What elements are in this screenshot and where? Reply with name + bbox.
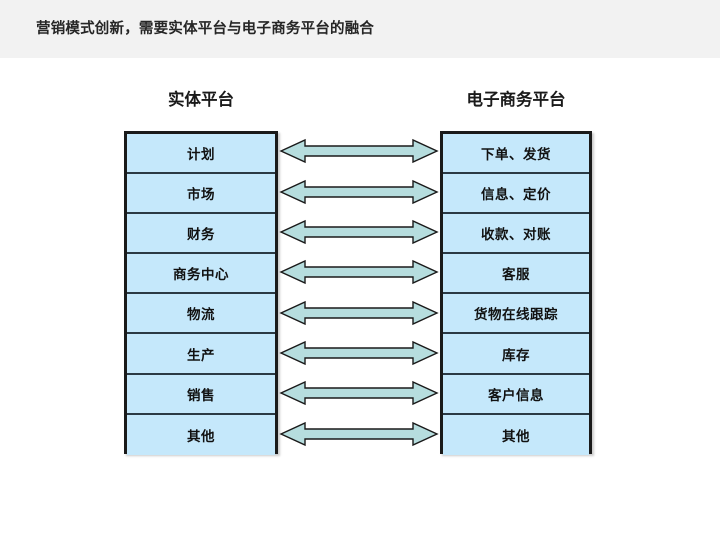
connector-arrow-row	[278, 131, 440, 171]
connector-arrow-row	[278, 414, 440, 454]
connector-arrow-row	[278, 252, 440, 292]
table-row[interactable]: 财务	[127, 214, 275, 255]
left-column-heading: 实体平台	[168, 91, 234, 109]
physical-platform-table: 计划 市场 财务 商务中心 物流 生产 销售 其他	[124, 131, 278, 455]
table-row[interactable]: 信息、定价	[443, 174, 589, 215]
double-arrow-icon	[279, 179, 439, 204]
table-row[interactable]: 销售	[127, 374, 275, 415]
double-arrow-icon	[279, 381, 439, 406]
page-title: 营销模式创新，需要实体平台与电子商务平台的融合	[36, 21, 375, 37]
double-arrow-icon	[279, 300, 439, 325]
table-row[interactable]: 客服	[443, 254, 589, 295]
double-arrow-icon	[279, 340, 439, 366]
connector-arrow-row	[278, 293, 440, 333]
table-row[interactable]: 库存	[443, 334, 589, 375]
connector-arrow-row	[278, 212, 440, 252]
right-column-heading: 电子商务平台	[466, 91, 566, 109]
connector-arrow-row	[278, 373, 440, 413]
table-row[interactable]: 货物在线跟踪	[443, 294, 589, 335]
double-arrow-icon	[279, 260, 439, 285]
ecommerce-platform-table: 下单、发货 信息、定价 收款、对账 客服 货物在线跟踪 库存 客户信息 其他	[440, 131, 592, 455]
table-row[interactable]: 收款、对账	[443, 214, 589, 255]
table-row[interactable]: 物流	[127, 294, 275, 335]
double-arrow-icon	[279, 421, 439, 446]
table-row[interactable]: 市场	[127, 174, 275, 215]
table-row[interactable]: 生产	[127, 334, 275, 375]
connector-arrow-column	[278, 131, 440, 454]
connector-arrow-row	[278, 171, 440, 211]
table-row[interactable]: 下单、发货	[443, 134, 589, 175]
table-row[interactable]: 计划	[127, 134, 275, 175]
table-row[interactable]: 商务中心	[127, 254, 275, 295]
double-arrow-icon	[279, 219, 439, 245]
table-row[interactable]: 其他	[443, 414, 589, 455]
connector-arrow-row	[278, 333, 440, 373]
table-row[interactable]: 客户信息	[443, 374, 589, 415]
header-band	[0, 0, 720, 58]
table-row[interactable]: 其他	[127, 414, 275, 455]
double-arrow-icon	[279, 139, 439, 164]
